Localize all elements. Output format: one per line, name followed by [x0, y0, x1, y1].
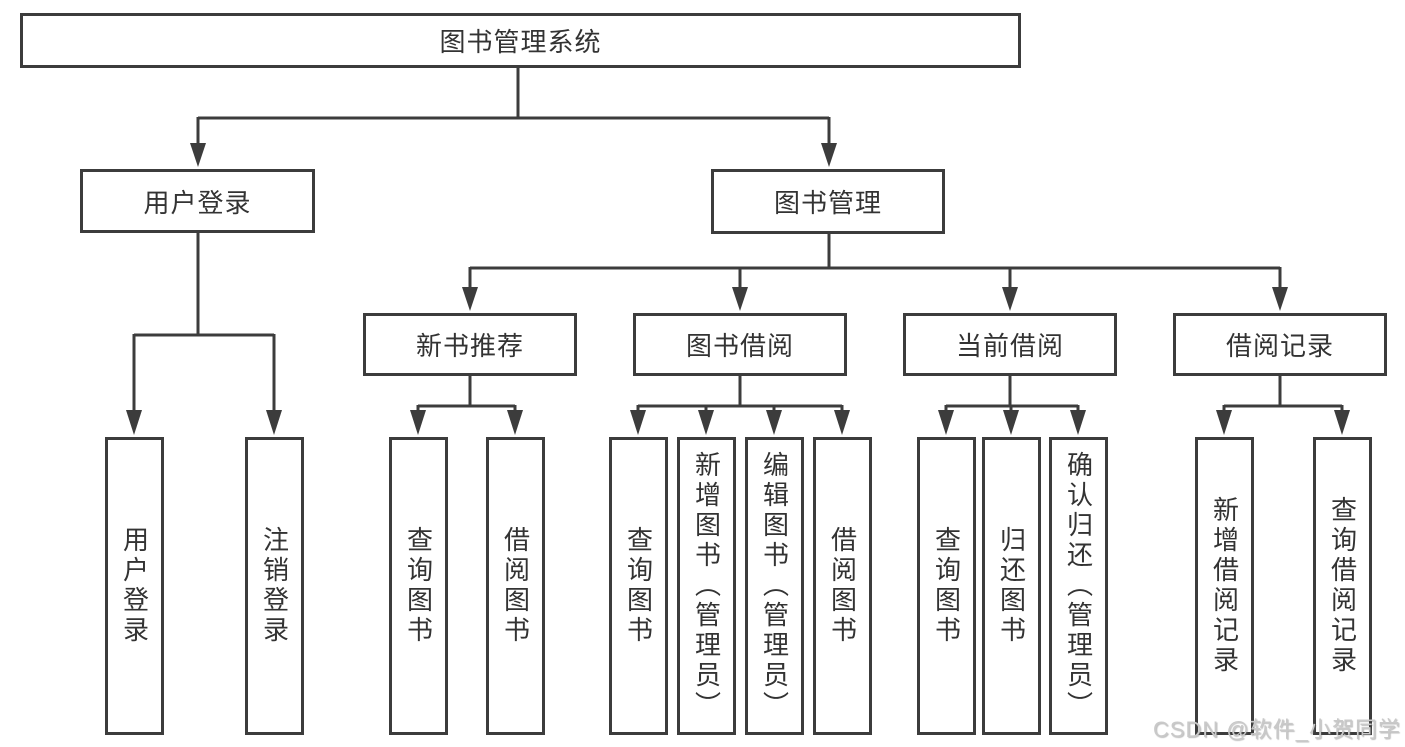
csdn-watermark: CSDN @软件_小贺同学	[1152, 717, 1401, 742]
leaf-current-query-books: 查询图书	[917, 437, 976, 735]
node-label: 查询借阅记录	[1327, 496, 1358, 676]
node-label: 确认归还（管理员）	[1063, 451, 1094, 721]
node-label: 注销登录	[259, 526, 290, 646]
leaf-borrow-query-books: 查询图书	[609, 437, 668, 735]
node-label: 图书借阅	[685, 331, 794, 361]
node-label: 查询图书	[623, 526, 654, 646]
leaf-logout: 注销登录	[245, 437, 304, 735]
node-library-management-system: 图书管理系统	[20, 13, 1021, 68]
leaf-current-confirm-return-admin: 确认归还（管理员）	[1049, 437, 1108, 735]
leaf-borrow-edit-books-admin: 编辑图书（管理员）	[745, 437, 804, 735]
node-label: 新书推荐	[415, 331, 524, 361]
node-current-borrowing: 当前借阅	[903, 313, 1117, 376]
leaf-records-add-borrow-record: 新增借阅记录	[1195, 437, 1254, 735]
node-label: 借阅图书	[827, 526, 858, 646]
node-label: 编辑图书（管理员）	[759, 451, 790, 721]
node-book-borrowing: 图书借阅	[633, 313, 847, 376]
leaf-borrow-add-books-admin: 新增图书（管理员）	[677, 437, 736, 735]
node-label: 图书管理系统	[439, 27, 602, 57]
leaf-user-login: 用户登录	[105, 437, 164, 735]
leaf-newbook-query-books: 查询图书	[389, 437, 448, 735]
node-label: 当前借阅	[955, 331, 1064, 361]
leaf-borrow-borrow-books: 借阅图书	[813, 437, 872, 735]
node-label: 查询图书	[931, 526, 962, 646]
node-borrowing-records: 借阅记录	[1173, 313, 1387, 376]
node-user-login: 用户登录	[80, 169, 315, 233]
node-book-management: 图书管理	[711, 169, 945, 234]
arrowheads	[126, 143, 1350, 435]
node-label: 查询图书	[403, 526, 434, 646]
node-label: 用户登录	[119, 526, 150, 646]
leaf-current-return-books: 归还图书	[982, 437, 1041, 735]
leaf-newbook-borrow-books: 借阅图书	[486, 437, 545, 735]
node-label: 新增借阅记录	[1209, 496, 1240, 676]
node-label: 归还图书	[996, 526, 1027, 646]
node-label: 新增图书（管理员）	[691, 451, 722, 721]
leaf-records-query-borrow-record: 查询借阅记录	[1313, 437, 1372, 735]
node-label: 借阅记录	[1225, 331, 1334, 361]
node-new-book-recommendation: 新书推荐	[363, 313, 577, 376]
node-label: 用户登录	[143, 187, 252, 218]
node-label: 图书管理	[773, 188, 882, 218]
node-label: 借阅图书	[500, 526, 531, 646]
